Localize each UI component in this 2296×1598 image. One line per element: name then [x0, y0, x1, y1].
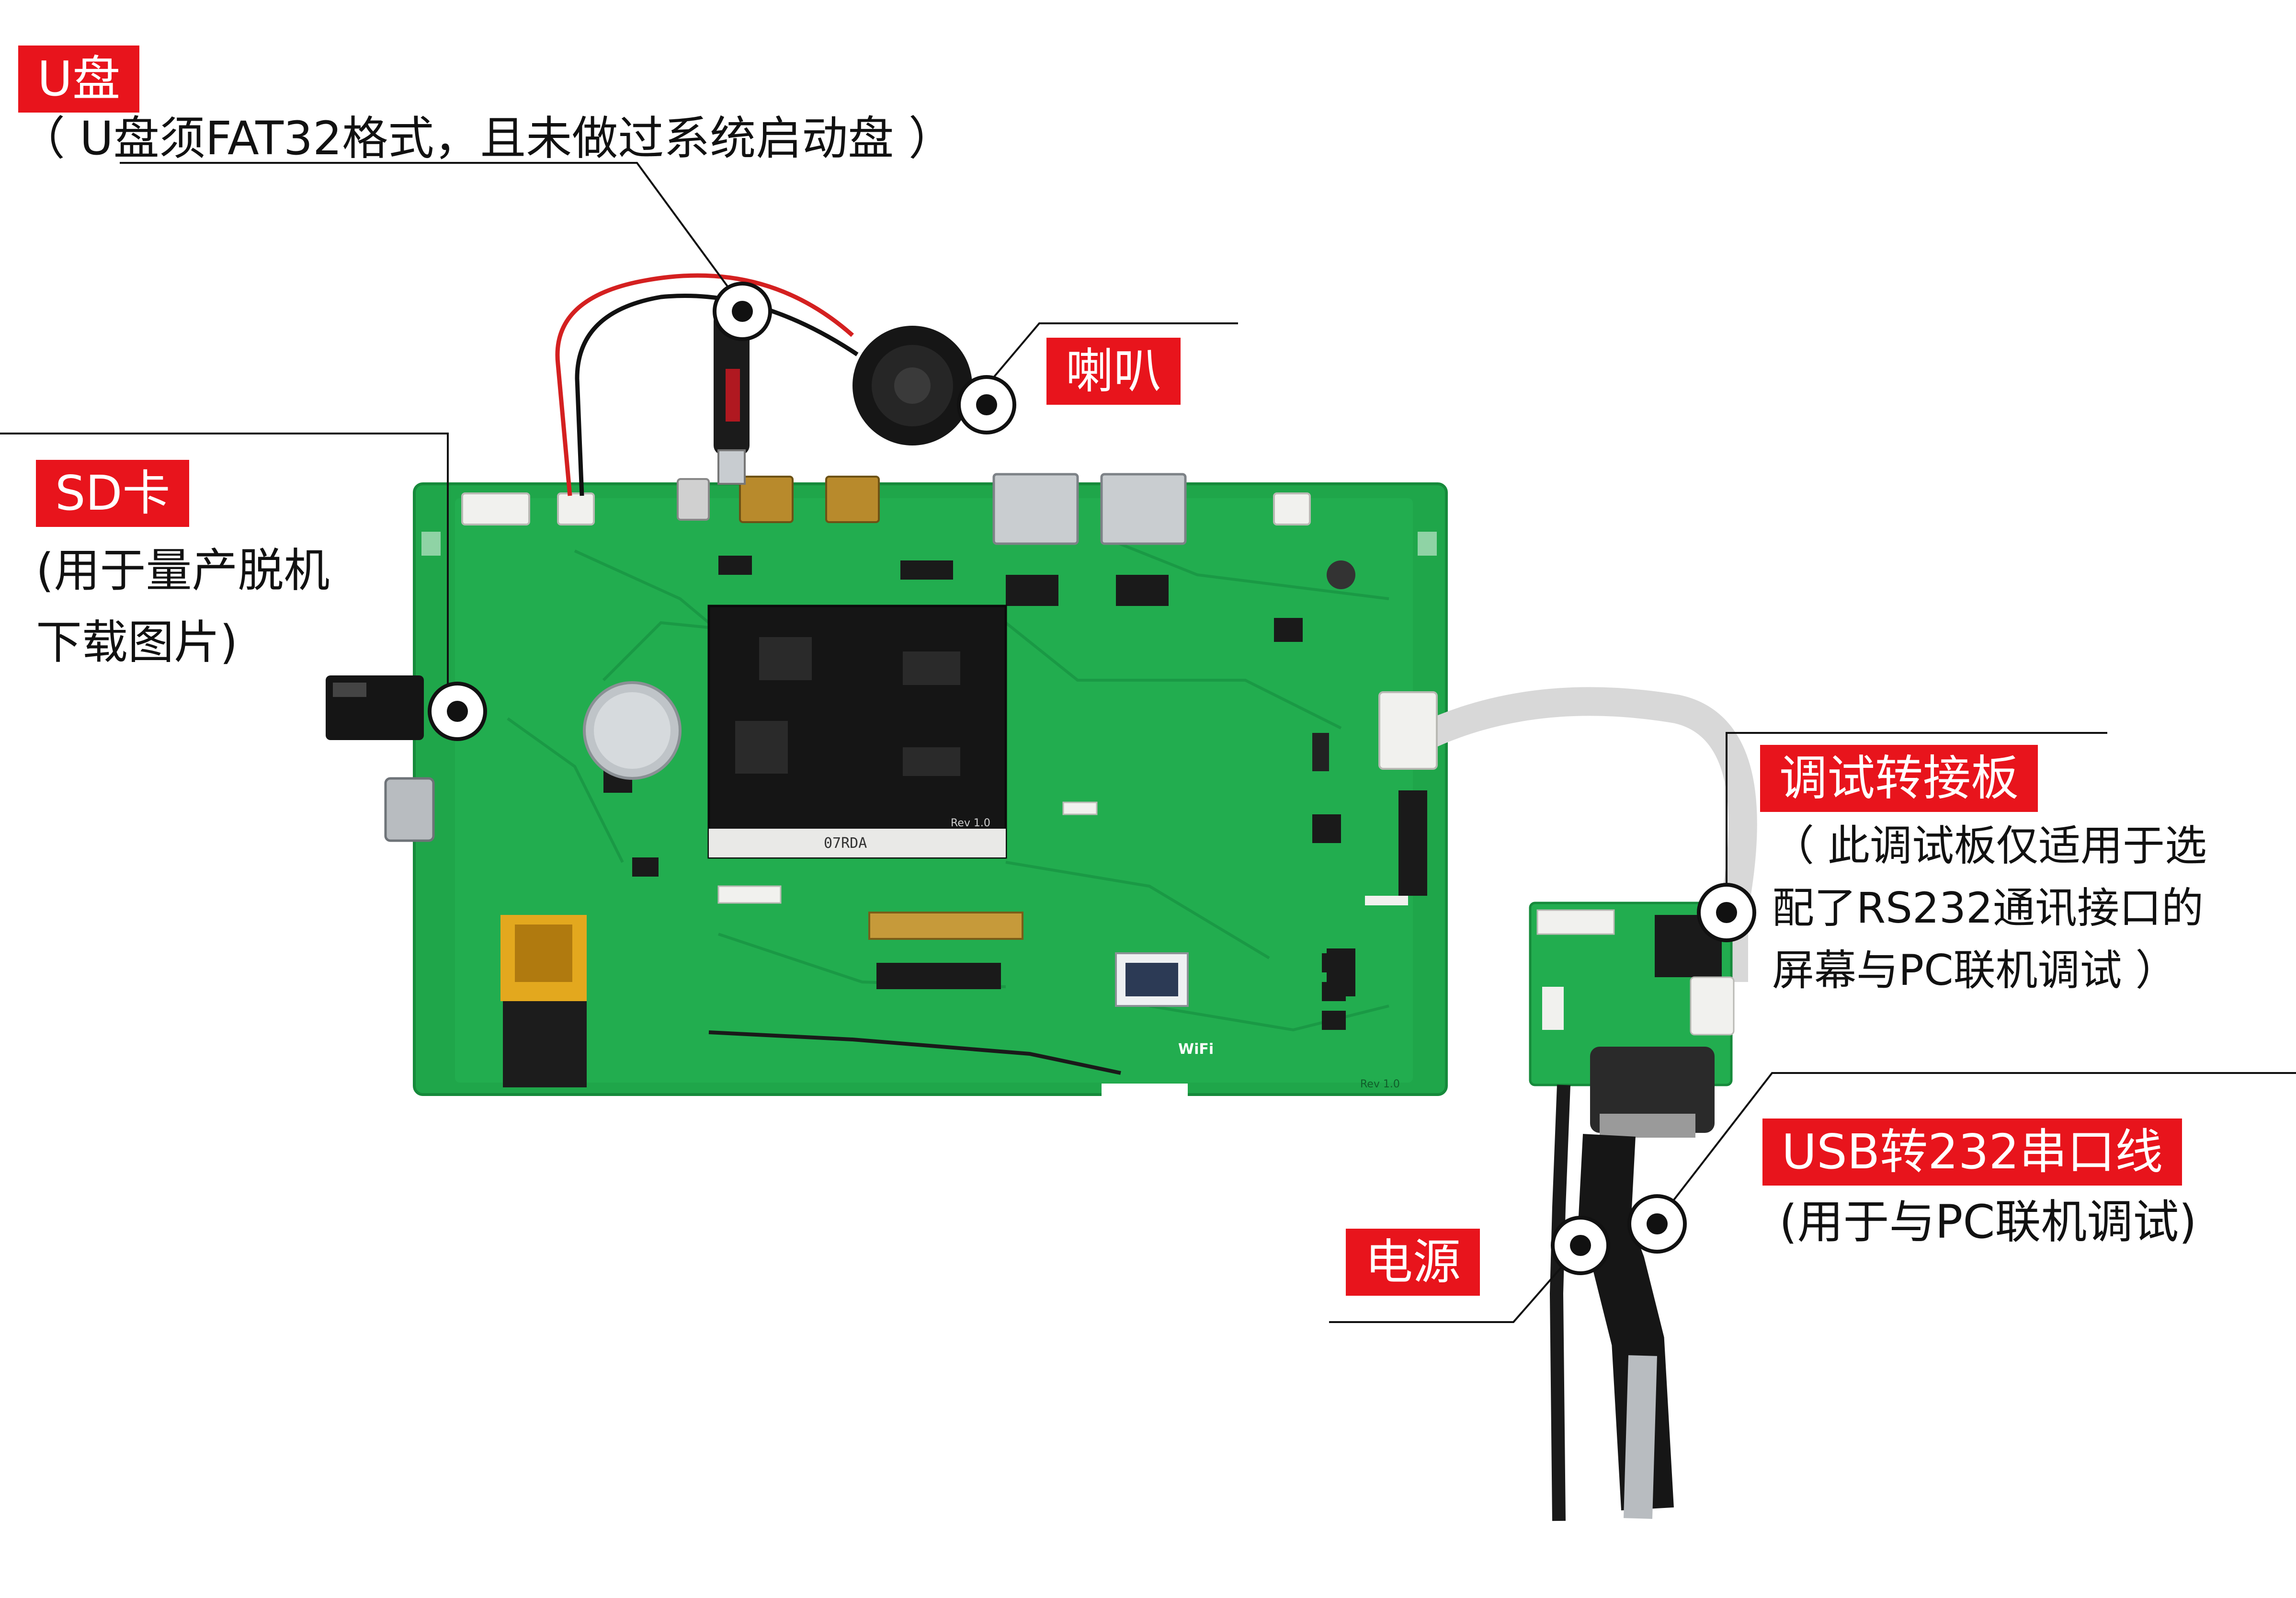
adapter-note-line1: （ 此调试板仅适用于选	[1772, 821, 2207, 870]
udisk-callout-line	[120, 162, 743, 308]
adapter-note-line2: 配了RS232通讯接口的	[1772, 883, 2204, 933]
speaker	[852, 326, 972, 445]
mini-hdmi-port	[384, 777, 435, 842]
power-marker	[1551, 1216, 1610, 1275]
serial-note: (用于与PC联机调试)	[1779, 1195, 2197, 1249]
sd-card	[326, 675, 424, 740]
sdcard-callout-line	[0, 433, 449, 709]
power-tag: 电源	[1346, 1229, 1480, 1296]
serial-marker	[1627, 1194, 1687, 1254]
udisk-marker	[713, 282, 772, 341]
serial-tag: USB转232串口线	[1762, 1119, 2182, 1186]
adapter-callout-line	[1726, 732, 2107, 910]
main-board: 07RDA Rev 1.0 Rev 1.0 WiFi	[413, 473, 1448, 1098]
callout-lines	[0, 162, 2296, 1323]
ribbon-cable	[1378, 687, 1757, 982]
power-cable	[1549, 1084, 1570, 1521]
board-rev: Rev 1.0	[1360, 1078, 1400, 1090]
module-label: 07RDA	[824, 835, 867, 852]
speaker-wires	[555, 273, 859, 496]
serial-cable	[1578, 1047, 1715, 1519]
core-module: 07RDA Rev 1.0	[707, 605, 1007, 859]
adapter-tag: 调试转接板	[1760, 745, 2038, 812]
adapter-note-line3: 屏幕与PC联机调试 ）	[1772, 946, 2178, 995]
adapter-marker	[1697, 883, 1756, 942]
speaker-callout-line	[986, 322, 1238, 387]
sdcard-note-line1: (用于量产脱机	[36, 544, 330, 597]
usb-disk	[714, 311, 750, 485]
serial-callout-line	[1656, 1072, 2296, 1222]
sdcard-tag: SD卡	[36, 460, 190, 527]
callout-markers	[428, 282, 1756, 1275]
sdcard-note-line2: 下载图片)	[36, 616, 238, 669]
speaker-tag: 喇叭	[1046, 338, 1181, 405]
module-rev: Rev 1.0	[951, 817, 990, 829]
udisk-tag: U盘	[18, 46, 140, 113]
sdcard-marker	[428, 682, 487, 741]
speaker-marker	[957, 375, 1016, 434]
wifi-label: WiFi	[1178, 1041, 1214, 1058]
udisk-note: （ U盘须FAT32格式，且未做过系统启动盘 ）	[19, 112, 955, 165]
power-callout-line	[1329, 1244, 1581, 1323]
